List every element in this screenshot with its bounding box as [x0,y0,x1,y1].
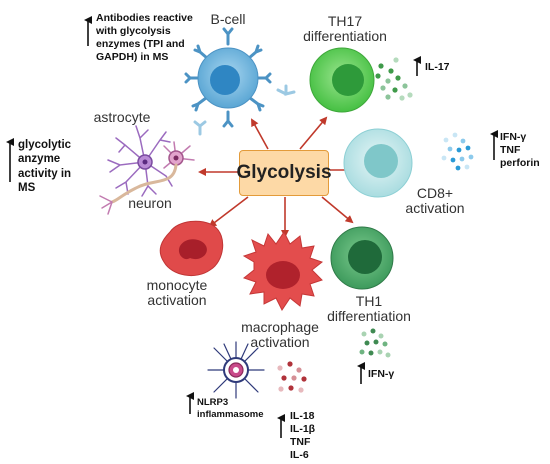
neuron-illustration [99,141,195,215]
il17-annotation: IL-17 [425,61,450,73]
cd8-particles [441,132,474,171]
th1-cytokine-annotation: IFN-γ [368,368,395,380]
arrow-to-th1 [321,196,354,224]
th1-particles [359,328,391,358]
monocyte-illustration [159,220,224,277]
bcell-illustration [184,27,296,136]
glycolysis-label: Glycolysis [236,162,332,183]
neuron-label: neuron [128,195,172,211]
antibodies-annotation: Antibodies reactive with glycolysis enzy… [96,12,193,64]
increase-arrows [6,16,498,438]
astrocyte-illustration [107,125,173,197]
arrows [198,116,356,238]
glycolysis-box: Glycolysis [236,150,332,196]
cd8-illustration [343,128,474,198]
th1-label: TH1 differentiation [327,293,411,325]
il17-particles [375,57,413,101]
macro-cytokines-annotation: IL-18 IL-1β TNF IL-6 [290,410,316,462]
th17-illustration [309,47,413,113]
glycolytic-annotation: glycolytic anzyme activity in MS [18,139,72,195]
th1-illustration [330,226,394,358]
arrow-to-th17 [299,116,328,150]
th17-label: TH17 differentiation [303,13,387,45]
cd8-label: CD8+ activation [405,185,465,217]
bcell-label: B-cell [210,11,245,27]
cd8-cytokines-annotation: IFN-γ TNF perforin [500,131,540,170]
monocyte-label: monocyte activation [146,277,208,309]
nlrp3-illustration [207,341,265,399]
macrophage-label: macrophage activation [241,319,319,351]
astrocyte-label: astrocyte [93,109,151,125]
arrow-to-monocyte [208,196,249,228]
nlrp3-annotation: NLRP3 inflammasome [197,397,264,420]
arrow-to-bcell [251,118,269,150]
macrophage-particles [277,361,307,393]
macrophage-illustration [242,231,324,311]
